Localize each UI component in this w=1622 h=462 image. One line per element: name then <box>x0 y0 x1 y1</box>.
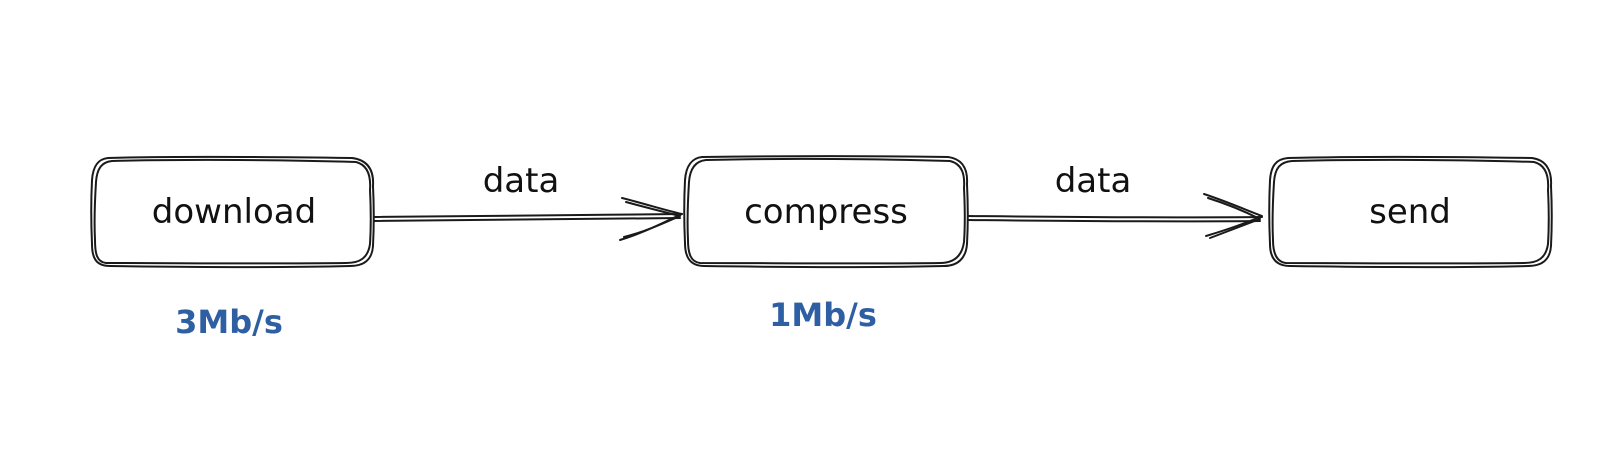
edge-compress-send: data <box>967 161 1263 239</box>
edge-compress-send-line-sketch <box>967 219 1261 223</box>
node-send-border <box>1268 155 1553 269</box>
node-compress[interactable]: compress <box>683 155 969 269</box>
annotation-compress-rate: 1Mb/s <box>769 296 877 334</box>
edge-compress-send-arrowhead-sketch <box>1207 197 1261 239</box>
node-download[interactable]: download <box>90 155 375 269</box>
edge-download-compress: data <box>373 161 683 241</box>
edge-compress-send-line <box>967 215 1263 219</box>
edge-compress-send-label: data <box>1055 161 1132 201</box>
node-compress-label: compress <box>744 192 908 232</box>
node-send-border-sketch <box>1271 158 1550 265</box>
node-download-label: download <box>152 192 316 232</box>
annotation-download-rate: 3Mb/s <box>175 303 283 341</box>
node-compress-border <box>683 155 969 269</box>
edge-download-compress-label: data <box>483 161 560 201</box>
edge-compress-send-arrowhead <box>1203 193 1263 237</box>
node-download-border-sketch <box>93 158 372 265</box>
node-download-border <box>90 155 375 269</box>
node-send-label: send <box>1369 192 1451 232</box>
node-compress-border-sketch <box>686 157 966 265</box>
node-send[interactable]: send <box>1268 155 1553 269</box>
edge-download-compress-arrowhead-sketch <box>623 201 681 238</box>
edge-download-compress-line-sketch <box>373 217 681 222</box>
edge-download-compress-line <box>373 213 683 218</box>
